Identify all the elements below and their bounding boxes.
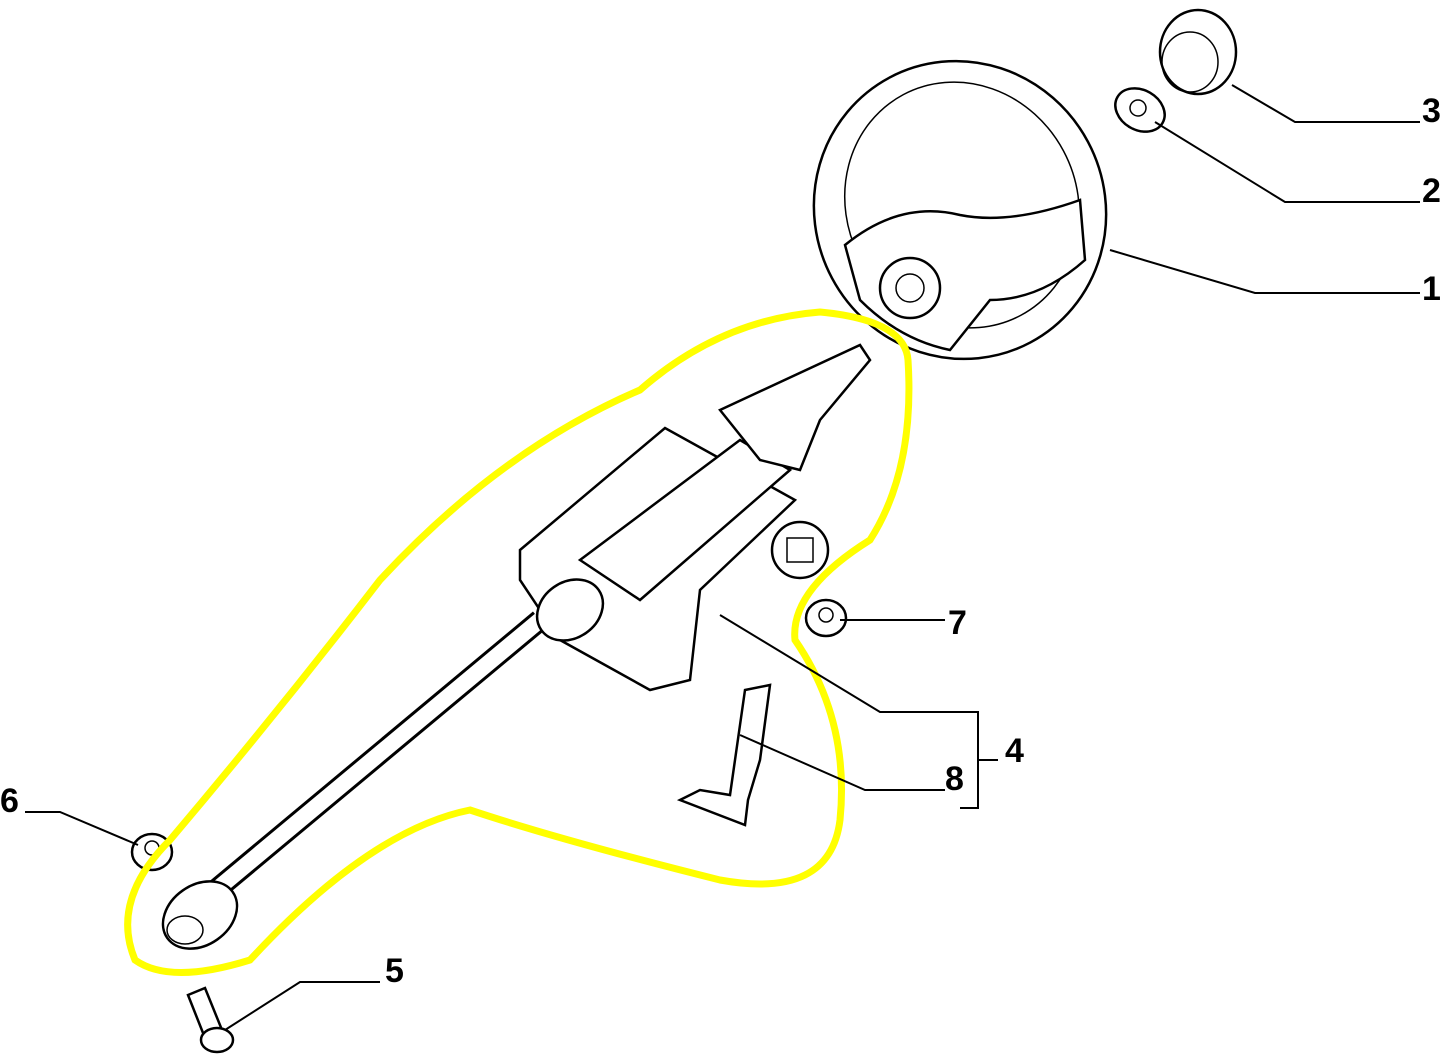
- cap-part[interactable]: [1158, 8, 1238, 96]
- nut-part-2[interactable]: [1107, 80, 1172, 141]
- callout-5: 5: [385, 952, 404, 990]
- highlight-outline: [124, 308, 913, 976]
- callout-6: 6: [0, 782, 19, 820]
- steering-column[interactable]: [150, 343, 872, 963]
- callout-4: 4: [1005, 732, 1024, 770]
- callout-3: 3: [1422, 92, 1441, 130]
- callout-1: 1: [1422, 270, 1441, 308]
- bracket-part[interactable]: [676, 683, 772, 827]
- callout-2: 2: [1422, 172, 1441, 210]
- bolt-part[interactable]: [186, 986, 235, 1054]
- steering-wheel[interactable]: [762, 9, 1159, 410]
- callout-8: 8: [945, 760, 964, 798]
- nut-part-7[interactable]: [804, 598, 848, 638]
- callout-7: 7: [948, 604, 967, 642]
